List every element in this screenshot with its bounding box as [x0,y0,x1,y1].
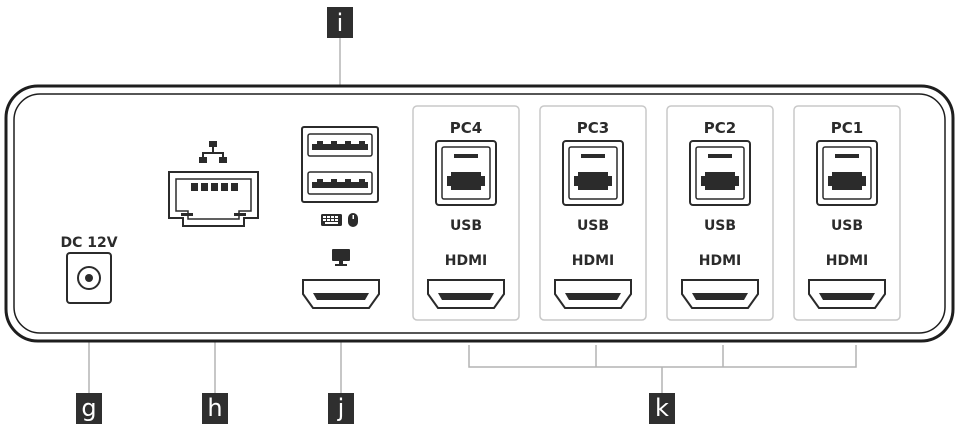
usb-b-contact-top [454,154,478,158]
callout-g: g [76,393,102,424]
usb-b-plug [701,172,739,190]
pc-label: PC4 [450,119,482,137]
network-port [168,141,259,227]
usb-label: USB [704,218,736,234]
network-icon [199,141,227,163]
usb-b-inner [695,146,745,200]
callout-j-text: j [337,394,345,422]
callout-h-text: h [207,394,222,422]
pc-label: PC1 [831,119,863,137]
usb-b-inner [822,146,872,200]
rj45-inner [175,178,252,220]
callout-i-text: i [337,9,344,37]
device-body-inner [13,93,946,334]
power-label: DC 12V [60,235,117,251]
usb-b-contact-top [708,154,732,158]
power-port: DC 12V [60,235,118,304]
usb-b-plug [828,172,866,190]
rj45-led-right [234,213,246,216]
mouse-icon [348,213,358,227]
usb-b-plug [574,172,612,190]
usb-b-inner [441,146,491,200]
leader-lines [88,38,857,393]
hdmi-label: HDMI [826,253,868,269]
usb-b-plug [447,172,485,190]
dc-jack-pin [85,274,93,282]
leader-k [468,345,857,393]
pc-label: PC2 [704,119,736,137]
callout-i: i [327,7,353,38]
hdmi-pins [692,293,748,300]
hdmi-label: HDMI [572,253,614,269]
usb-b-inner [568,146,618,200]
callout-k: k [649,393,675,424]
console-hdmi-port [302,249,380,309]
dc-jack-ring [77,266,101,290]
monitor-icon [332,249,350,266]
hdmi-pins [438,293,494,300]
usb-b-contact-top [835,154,859,158]
hdmi-label: HDMI [445,253,487,269]
usb-a-port-bottom [307,171,373,195]
console-usb-ports [301,126,379,227]
hdmi-label: HDMI [699,253,741,269]
callout-j: j [328,393,354,424]
hdmi-pins [819,293,875,300]
callout-h: h [202,393,228,424]
callout-k-text: k [655,394,669,422]
rj45-led-left [181,213,193,216]
rj45-pins [191,183,238,191]
hdmi-console-pins [313,293,369,300]
hdmi-pins [565,293,621,300]
usb-label: USB [577,218,609,234]
usb-label: USB [450,218,482,234]
usb-b-contact-top [581,154,605,158]
pc-label: PC3 [577,119,609,137]
callout-g-text: g [81,394,96,422]
usb-label: USB [831,218,863,234]
rj45-jack [168,171,259,227]
usb-a-port-top [307,133,373,157]
keyboard-icon [321,214,342,226]
